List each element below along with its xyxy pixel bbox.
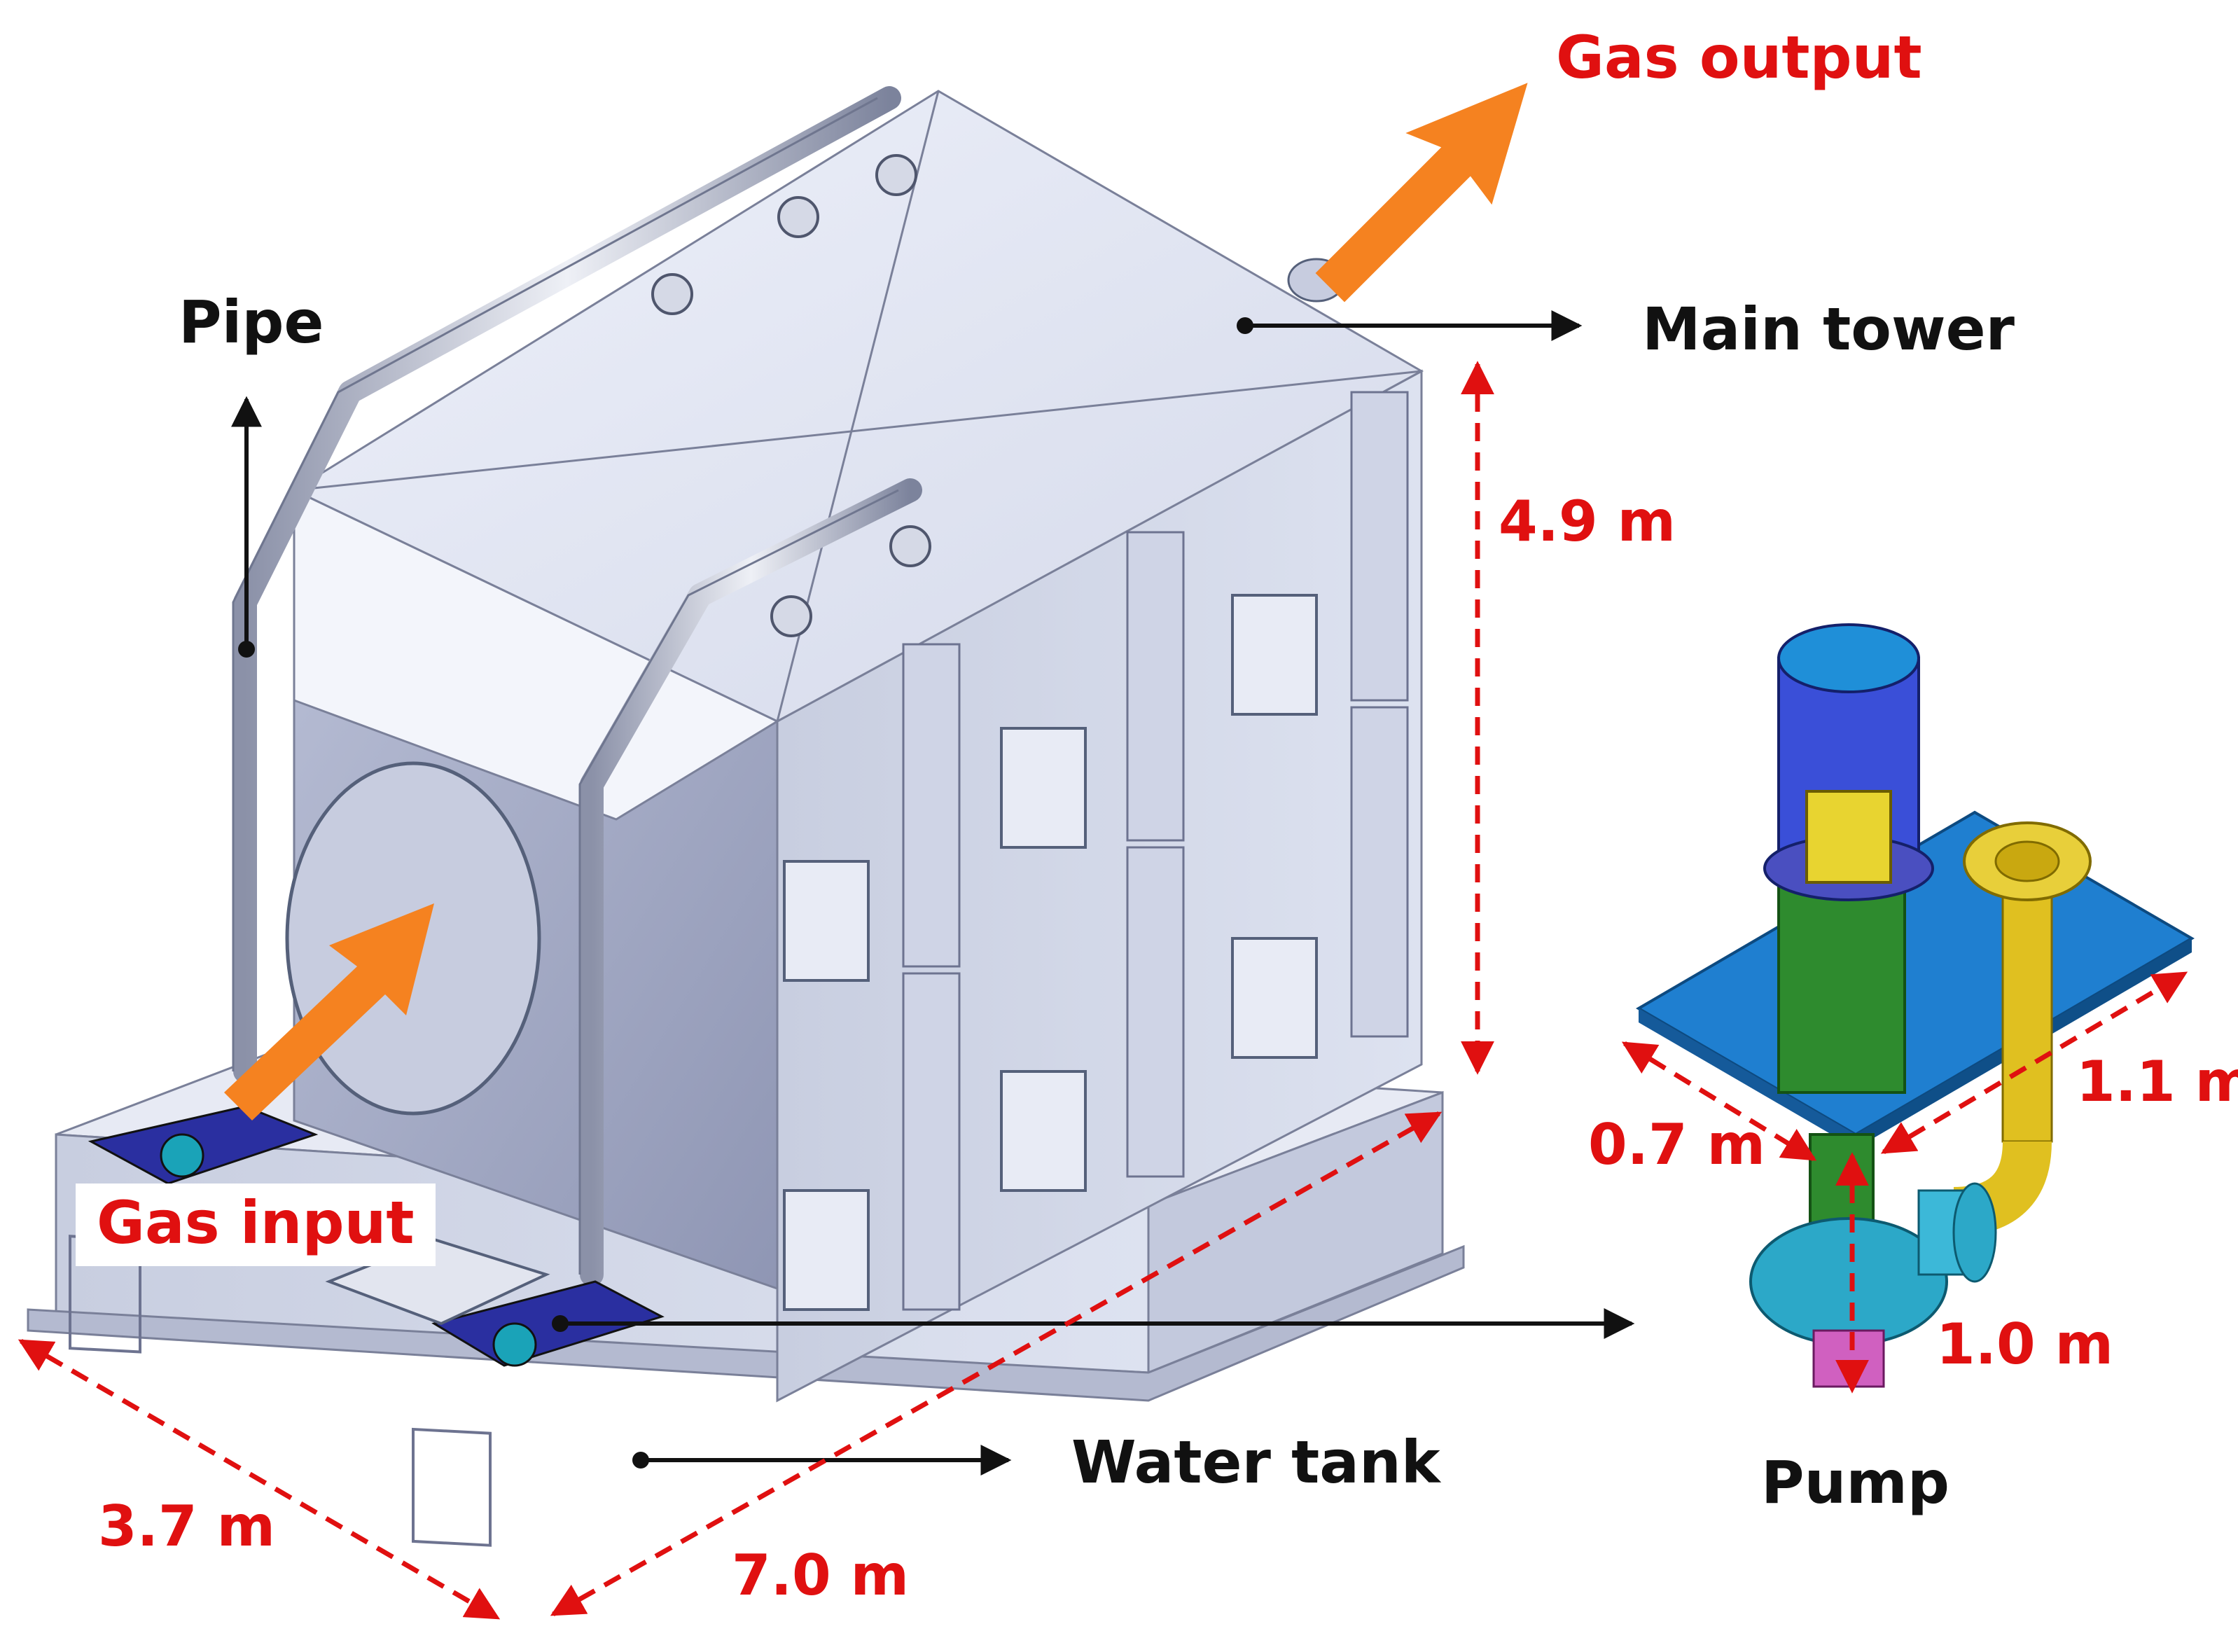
pump-volute xyxy=(1749,1217,1948,1346)
pump-height-label: 1.0 m xyxy=(1936,1312,2113,1377)
water-tank-pointer xyxy=(632,1445,1012,1476)
pump-label: Pump xyxy=(1761,1448,1950,1517)
gas-input-label: Gas input xyxy=(76,1184,436,1266)
pipe-label: Pipe xyxy=(179,288,324,356)
gas-output-label: Gas output xyxy=(1556,23,1922,92)
dimension-lines xyxy=(18,361,2188,1620)
pump-length-label: 1.1 m xyxy=(2076,1049,2238,1114)
tower-height-label: 4.9 m xyxy=(1499,489,1676,554)
main-tower-pointer xyxy=(1237,310,1583,341)
tower-front-wedge xyxy=(293,488,780,821)
dim-line-pump-width xyxy=(1621,1041,1817,1161)
tower-width-label: 3.7 m xyxy=(98,1494,275,1559)
pump-width-label: 0.7 m xyxy=(1588,1112,1765,1177)
pump-assembly xyxy=(1636,623,2195,1388)
pump-column xyxy=(1777,867,1906,1094)
tower-side-ribs xyxy=(902,391,1409,1311)
dim-line-tower-length xyxy=(550,1111,1443,1617)
pipe-pointer xyxy=(231,396,262,658)
pipe-nozzles xyxy=(651,154,931,637)
gas-input-arrow xyxy=(224,903,434,1120)
water-tank-label: Water tank xyxy=(1071,1428,1440,1497)
pump-inlet-bell xyxy=(1812,1329,1885,1388)
main-tower-label: Main tower xyxy=(1642,295,2015,363)
dim-line-tower-width xyxy=(18,1338,501,1620)
pipe-frame-outline xyxy=(232,97,899,1275)
pipe-frame xyxy=(233,86,922,1286)
pump-terminal-box xyxy=(1805,790,1892,884)
tank-access-panel xyxy=(412,1427,492,1547)
gas-output-arrow xyxy=(1315,83,1528,303)
tower-length-label: 7.0 m xyxy=(732,1543,909,1608)
